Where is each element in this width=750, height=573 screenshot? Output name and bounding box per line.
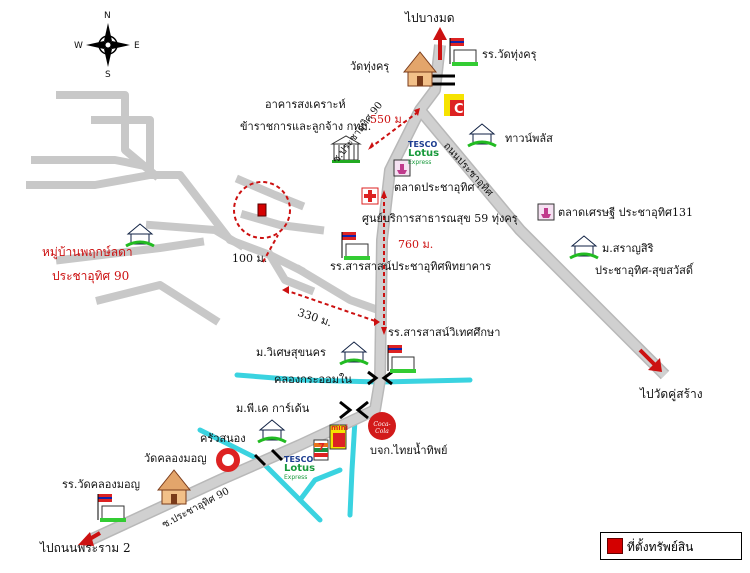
seven-eleven-logo xyxy=(313,439,329,461)
temple-icon-thungkru xyxy=(402,51,438,87)
label-dist-550: 550 ม. xyxy=(370,113,406,126)
label-to-bangmot: ไปบางมด xyxy=(405,11,455,25)
tesco-lotus-logo-lower: TESCO Lotus Express xyxy=(284,455,328,482)
label-welfare-building-2: ข้าราชการและลูกจ้าง กทม. xyxy=(240,120,372,133)
tesco-text: TESCO xyxy=(408,140,438,149)
bridge-canal-1 xyxy=(367,370,393,386)
label-wat-thungkru-school: รร.วัดทุ่งครุ xyxy=(482,48,537,61)
label-village-pruksa-2: ประชาอุทิศ 90 xyxy=(52,269,130,283)
label-to-wat-khusang: ไปวัดคู่สร้าง xyxy=(640,387,703,401)
label-wisetsukanakorn: ม.วิเศษสุขนคร xyxy=(256,346,326,359)
arrow-to-wat-khusang xyxy=(638,348,657,367)
mini-big-c-logo xyxy=(329,424,347,450)
house-icon-sarangsiri xyxy=(569,235,599,260)
label-wat-thungkru: วัดทุ่งครุ xyxy=(350,60,390,73)
dist-line-100 xyxy=(262,234,279,263)
label-pracha-uthit-market: ตลาดประชาอุทิศ xyxy=(394,181,475,194)
market-icon-setthi xyxy=(537,203,555,221)
lotus-text: Lotus xyxy=(408,148,440,159)
compass-east: E xyxy=(134,41,140,51)
label-village-pruksa-1: หมู่บ้านพฤกษ์ลดา xyxy=(42,245,133,259)
label-health-center: ศูนย์บริการสาธารณสุข 59 ทุ่งครุ xyxy=(362,212,518,225)
coca-cola-logo-text: Coca-Cola xyxy=(373,421,391,435)
government-building-icon xyxy=(330,135,362,163)
label-to-rama2: ไปถนนพระราม 2 xyxy=(40,541,131,555)
canal-branch-east xyxy=(347,417,358,518)
label-dist-100: 100 ม. xyxy=(232,252,268,265)
coca-cola-logo xyxy=(368,412,396,440)
seven-eleven-text: 7 xyxy=(318,442,325,453)
canal-branch-west xyxy=(197,427,323,523)
market-icon-pracha-uthit xyxy=(393,159,411,177)
temple-icon-khlong-mon xyxy=(156,469,192,505)
big-c-text: C xyxy=(454,102,464,117)
label-krua-san-nong: ครัวสนอง xyxy=(200,432,246,445)
canal-khlong-krachom-nai xyxy=(234,372,473,385)
school-icon-saratsart-pracha xyxy=(341,232,370,260)
bridge-lower xyxy=(253,448,284,467)
label-school-saratsart-witet: รร.สารสาสน์วิเทศศึกษา xyxy=(388,326,501,339)
label-dist-760: 760 ม. xyxy=(398,238,434,251)
tesco-lotus-logo-upper: TESCO Lotus Express xyxy=(408,140,452,167)
map-legend: ที่ตั้งทรัพย์สิน xyxy=(600,532,742,560)
canal-branch-mid xyxy=(297,467,343,503)
compass-south: S xyxy=(105,70,111,80)
label-setthi-market: ตลาดเศรษฐี ประชาอุทิศ131 xyxy=(558,206,693,219)
lotus-text: Lotus xyxy=(284,463,316,474)
canals xyxy=(197,372,473,523)
dist-line-330 xyxy=(284,289,379,323)
school-icon-saratsart-witet xyxy=(387,345,416,373)
health-center-icon xyxy=(361,187,379,205)
label-wat-khlong-mon: วัดคลองมอญ xyxy=(144,452,207,465)
bridge-canal-2 xyxy=(339,400,369,420)
restaurant-icon xyxy=(216,448,240,472)
house-icon-pruksa xyxy=(125,223,155,248)
dist-line-550 xyxy=(369,111,419,149)
legend-property-swatch xyxy=(607,538,623,554)
label-khlong-krachom-nai: คลองกระออมใน xyxy=(274,373,352,386)
express-text: Express xyxy=(284,474,308,481)
tesco-text: TESCO xyxy=(284,455,314,464)
mini-logo-text: mini xyxy=(331,424,349,432)
label-wat-khlong-mon-school: รร.วัดคลองมอญ xyxy=(62,478,140,491)
property-radius xyxy=(233,181,291,239)
legend-property-label: ที่ตั้งทรัพย์สิน xyxy=(627,540,694,554)
house-icon-pk-garden xyxy=(257,419,287,444)
label-sarangsiri-2: ประชาอุทิศ-สุขสวัสดิ์ xyxy=(595,264,693,277)
distance-lines xyxy=(233,111,419,330)
big-c-logo: C xyxy=(444,94,464,117)
label-town-plus: ทาวน์พลัส xyxy=(505,132,553,145)
label-welfare-building-1: อาคารสงเคราะห์ xyxy=(265,98,346,111)
label-sarangsiri-1: ม.สราญสิริ xyxy=(602,242,654,255)
label-school-saratsart-pracha: รร.สารสาสน์ประชาอุทิศพิทยาคาร xyxy=(330,260,492,273)
express-text: Express xyxy=(408,159,432,166)
house-icon-townplus xyxy=(467,123,497,148)
school-icon-thungkru xyxy=(449,38,478,66)
direction-arrows xyxy=(78,27,662,546)
compass-rose xyxy=(86,23,130,67)
label-thai-namthip: บจก.ไทยน้ำทิพย์ xyxy=(370,444,448,457)
house-icon-wisetsuk xyxy=(339,341,369,366)
compass-north: N xyxy=(104,11,111,21)
compass-west: W xyxy=(74,41,83,51)
label-pk-garden: ม.พี.เค การ์เด้น xyxy=(236,402,310,415)
school-icon-khlong-mon xyxy=(97,494,126,522)
property-location-marker xyxy=(257,203,267,217)
